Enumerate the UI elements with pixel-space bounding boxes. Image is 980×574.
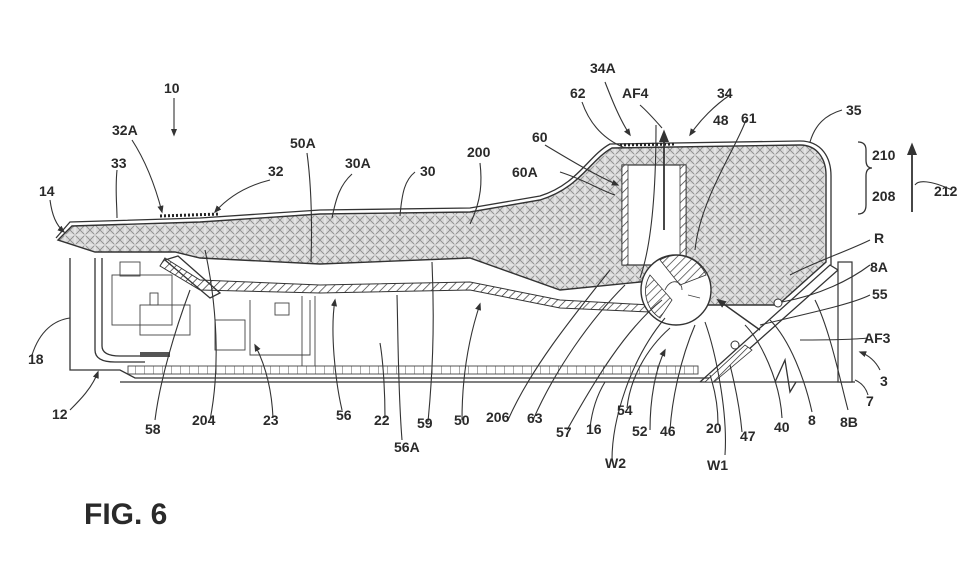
label-22: 22 [374,412,390,428]
label-R: R [874,230,884,246]
label-W1: W1 [707,457,728,473]
base-plate [69,258,720,379]
label-23: 23 [263,412,279,428]
label-8A: 8A [870,259,888,275]
floor-break [774,357,797,394]
cover-skin [55,140,832,265]
label-20: 20 [706,420,722,436]
label-16: 16 [586,421,602,437]
brace-208 [857,176,867,215]
label-56: 56 [336,407,352,423]
label-63: 63 [527,410,543,426]
reference-labels: 10 32A 33 14 32 50A 30A 30 200 60 60A 62… [28,60,958,473]
leader-lines [31,81,953,461]
base-grid [127,365,699,375]
side-panel-3 [837,261,853,383]
label-35: 35 [846,102,862,118]
label-AF3: AF3 [864,330,891,346]
label-32A: 32A [112,122,138,138]
label-18: 18 [28,351,44,367]
label-30A: 30A [345,155,371,171]
fan-blades [664,281,701,299]
duct-wall-left [621,164,629,266]
label-34: 34 [717,85,733,101]
label-210: 210 [872,147,896,163]
vent-holes-34a [619,142,677,147]
duct-wall-right [679,164,687,266]
label-8: 8 [808,412,816,428]
frame-member-47 [703,344,753,383]
label-55: 55 [872,286,888,302]
fastener-55 [730,340,740,350]
label-30: 30 [420,163,436,179]
label-54: 54 [617,402,633,418]
label-47: 47 [740,428,756,444]
label-46: 46 [660,423,676,439]
label-3: 3 [880,373,888,389]
label-204: 204 [192,412,216,428]
label-60A: 60A [512,164,538,180]
label-AF4: AF4 [622,85,649,101]
figure-caption: FIG. 6 [84,498,167,531]
vent-holes-32a [159,212,221,218]
label-10: 10 [164,80,180,96]
label-48: 48 [713,112,729,128]
left-mechanism [94,255,316,366]
label-W2: W2 [605,455,626,471]
label-56A: 56A [394,439,420,455]
label-12: 12 [52,406,68,422]
cushion-foam-body [56,144,827,306]
label-61: 61 [741,110,757,126]
label-14: 14 [39,183,55,199]
label-212: 212 [934,183,958,199]
roller-hatched-lower [645,274,673,319]
label-57: 57 [556,424,572,440]
label-60: 60 [532,129,548,145]
label-58: 58 [145,421,161,437]
label-32: 32 [268,163,284,179]
label-200: 200 [467,144,491,160]
label-40: 40 [774,419,790,435]
brace-210 [857,141,873,177]
label-208: 208 [872,188,896,204]
label-62: 62 [570,85,586,101]
label-52: 52 [632,423,648,439]
label-7: 7 [866,393,874,409]
roller-hatched-upper [659,255,707,286]
label-50: 50 [454,412,470,428]
label-34A: 34A [590,60,616,76]
label-50A: 50A [290,135,316,151]
label-206: 206 [486,409,510,425]
cushion-slanted-wall-58 [163,255,222,299]
label-33: 33 [111,155,127,171]
fastener-8a [773,298,783,308]
airflow-arrow-internal [716,298,761,331]
label-8B: 8B [840,414,858,430]
label-59: 59 [417,415,433,431]
vertical-duct [621,164,687,266]
